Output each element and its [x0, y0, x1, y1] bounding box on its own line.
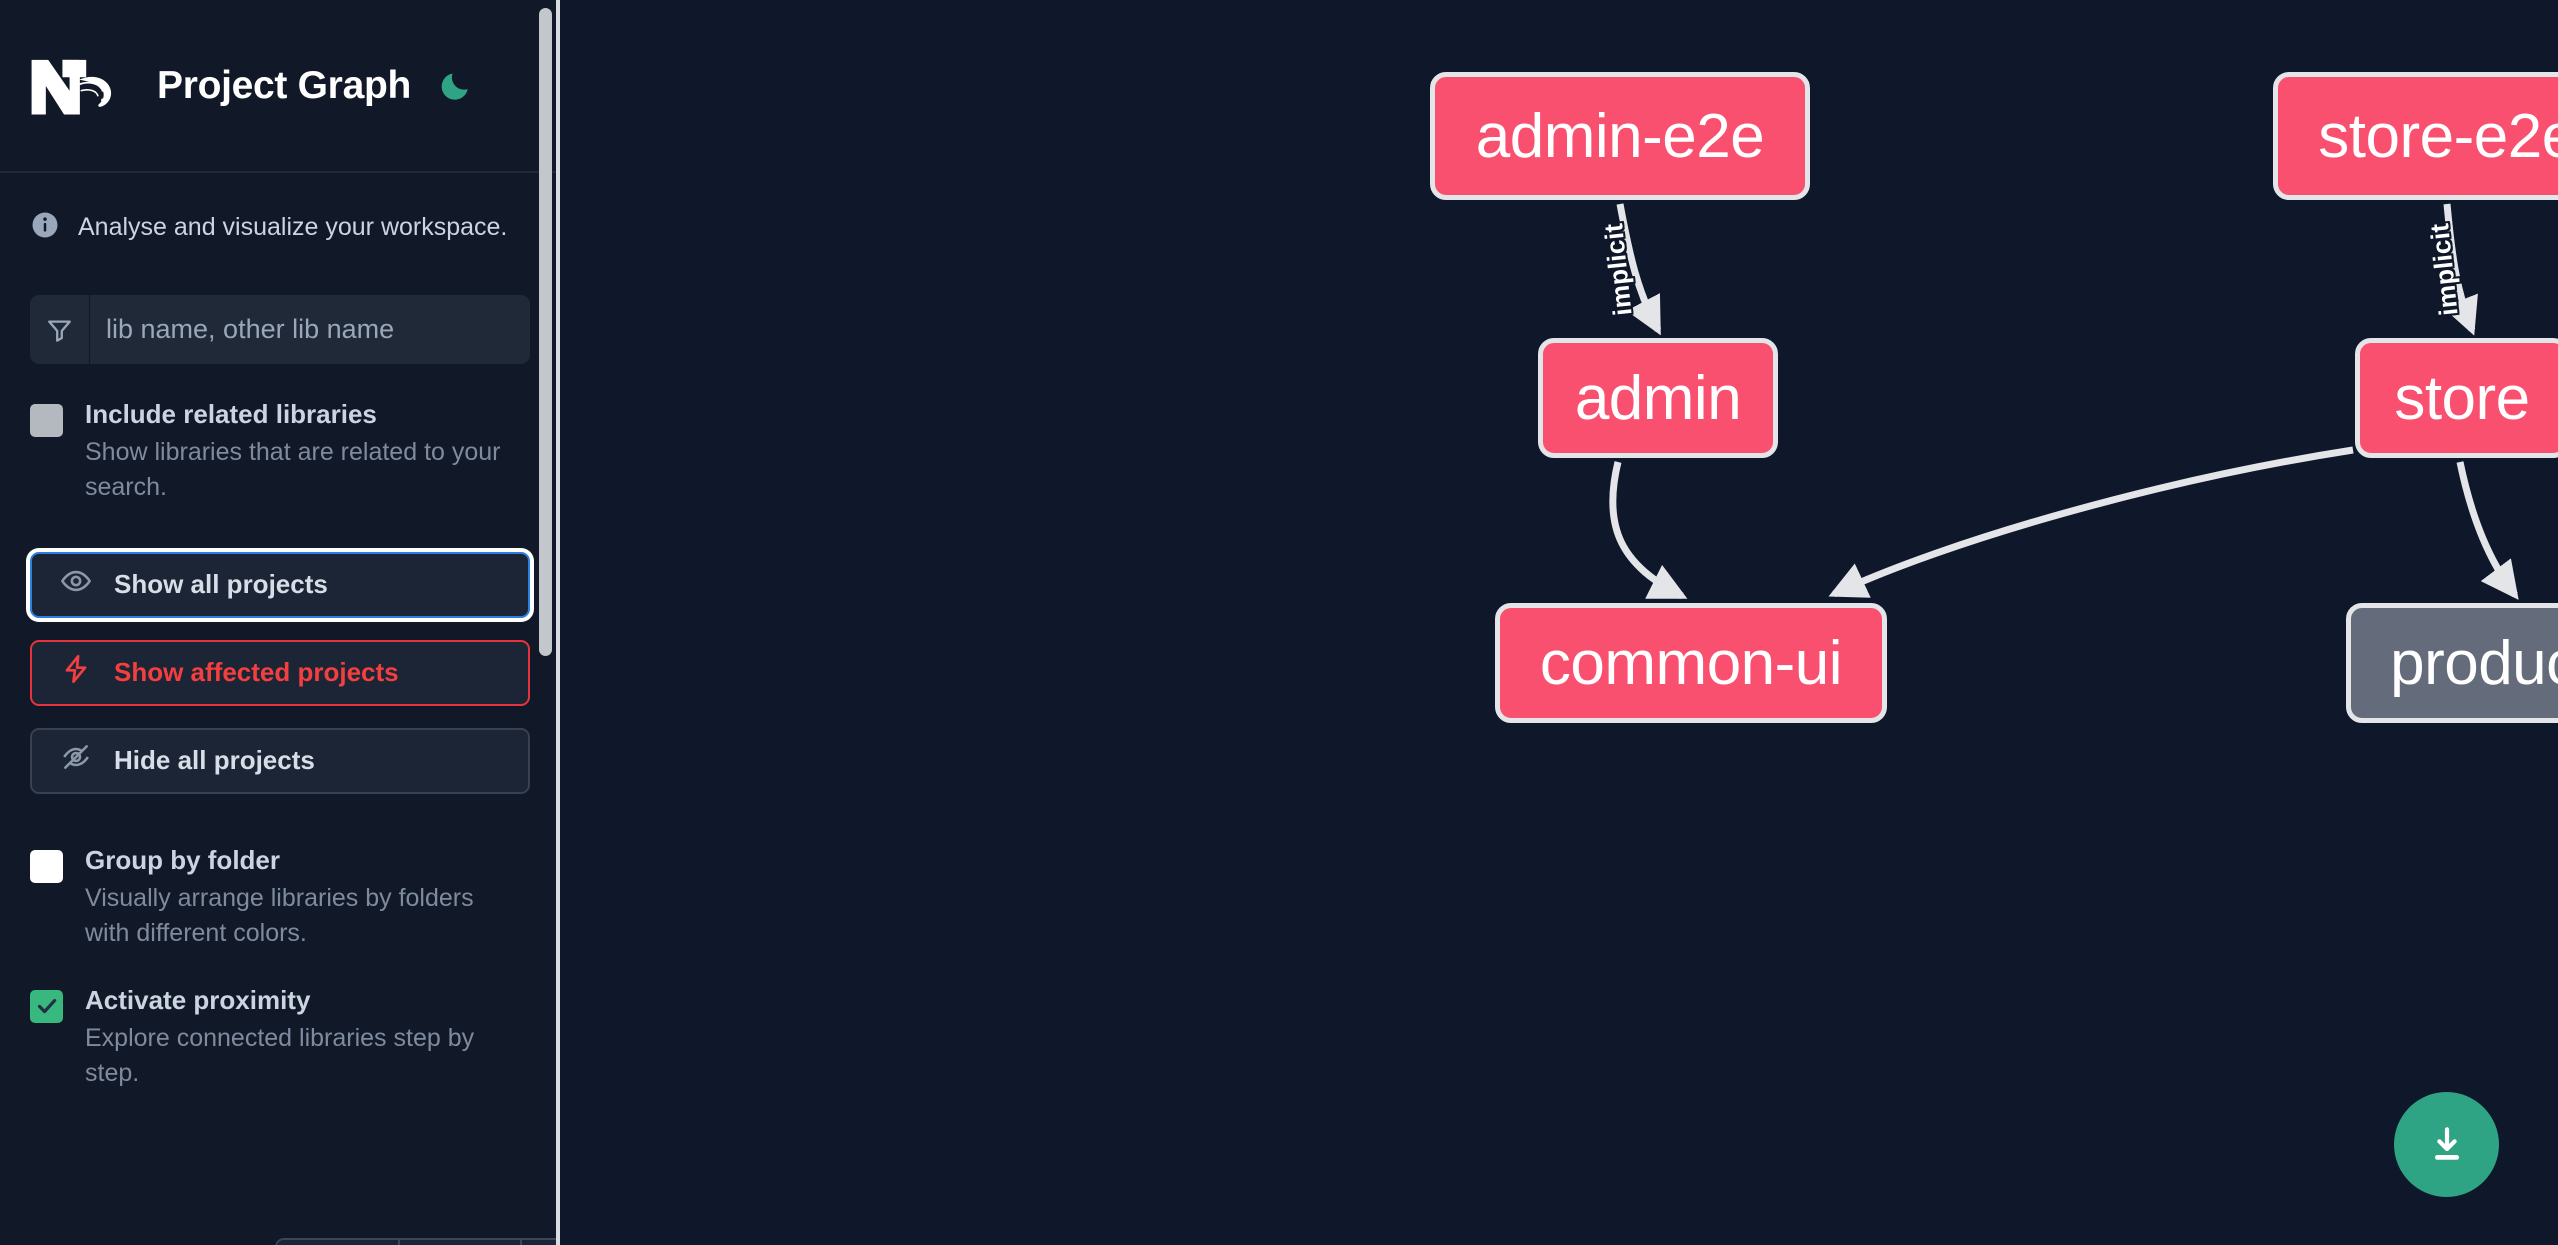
lightning-icon	[60, 653, 92, 692]
sidebar: Project Graph Analy	[0, 0, 560, 1245]
graph-node-admin[interactable]: admin	[1538, 338, 1778, 458]
include-related-libraries-label: Include related libraries	[85, 399, 377, 429]
eye-icon	[60, 565, 92, 604]
graph-node-store-label: store	[2394, 363, 2530, 433]
activate-proximity-checkbox[interactable]	[30, 989, 63, 1023]
show-all-projects-button[interactable]: Show all projects	[30, 551, 530, 618]
proximity-stepper-value	[399, 1240, 523, 1245]
graph-node-admin-label: admin	[1574, 363, 1742, 433]
download-button[interactable]	[2394, 1092, 2499, 1197]
hide-all-projects-button[interactable]: Hide all projects	[30, 727, 530, 794]
graph-canvas[interactable]: admin-e2e store-e2e admin store common-u…	[560, 0, 2558, 1245]
sidebar-scrollbar[interactable]	[539, 8, 552, 656]
option-activate-proximity: Activate proximity Explore connected lib…	[30, 984, 530, 1092]
page-title: Project Graph	[157, 63, 411, 107]
filter-icon	[30, 295, 90, 364]
moon-icon[interactable]	[435, 66, 475, 106]
info-banner: Analyse and visualize your workspace.	[30, 173, 530, 245]
option-include-related-libraries: Include related libraries Show libraries…	[30, 399, 530, 506]
info-text: Analyse and visualize your workspace.	[78, 213, 508, 241]
activate-proximity-description: Explore connected libraries step by step…	[85, 1023, 475, 1088]
graph-node-admin-e2e-label: admin-e2e	[1475, 101, 1765, 171]
search-input[interactable]	[90, 295, 530, 364]
graph-node-products-label: products	[2390, 628, 2558, 698]
filter-box	[30, 295, 530, 364]
eye-off-icon	[60, 741, 92, 780]
graph-node-products[interactable]: products	[2346, 603, 2558, 723]
edge-admin-e2e-admin	[1616, 203, 1662, 336]
edge-store-e2e-store	[2442, 203, 2478, 336]
group-by-folder-description: Visually arrange libraries by folders wi…	[85, 883, 474, 948]
proximity-stepper-increment[interactable]	[522, 1240, 560, 1245]
include-related-libraries-description: Show libraries that are related to your …	[85, 437, 501, 502]
group-by-folder-label: Group by folder	[85, 844, 280, 875]
group-by-folder-checkbox[interactable]	[30, 849, 63, 883]
info-icon	[30, 210, 60, 245]
sidebar-divider	[556, 0, 560, 1245]
sidebar-body: Analyse and visualize your workspace. In…	[0, 173, 560, 1245]
visibility-button-group: Show all projects Show affected projects	[30, 551, 530, 794]
nx-logo-icon	[30, 55, 125, 117]
edge-store-common-ui	[1828, 446, 2354, 598]
show-affected-projects-button[interactable]: Show affected projects	[30, 639, 530, 706]
download-icon	[2434, 1126, 2459, 1160]
edge-admin-admin-ui	[1609, 461, 1688, 600]
graph-node-common-ui[interactable]: common-ui	[1495, 603, 1887, 723]
graph-node-admin-e2e[interactable]: admin-e2e	[1430, 72, 1810, 200]
graph-node-store-e2e[interactable]: store-e2e	[2273, 72, 2558, 200]
proximity-stepper[interactable]	[275, 1238, 560, 1245]
sidebar-header: Project Graph	[0, 0, 560, 173]
activate-proximity-label: Activate proximity	[85, 984, 311, 1015]
edge-store-products	[2456, 461, 2519, 600]
proximity-stepper-decrement[interactable]	[277, 1240, 400, 1245]
hide-all-projects-label: Hide all projects	[114, 745, 315, 776]
graph-node-store-e2e-label: store-e2e	[2318, 101, 2558, 171]
graph-node-common-ui-label: common-ui	[1539, 628, 1843, 698]
graph-node-store[interactable]: store	[2355, 338, 2558, 458]
show-all-projects-label: Show all projects	[114, 569, 328, 600]
graph-edges	[1609, 203, 2519, 600]
option-group-by-folder: Group by folder Visually arrange librari…	[30, 844, 530, 952]
include-related-libraries-checkbox[interactable]	[30, 404, 63, 437]
show-affected-projects-label: Show affected projects	[114, 657, 399, 688]
